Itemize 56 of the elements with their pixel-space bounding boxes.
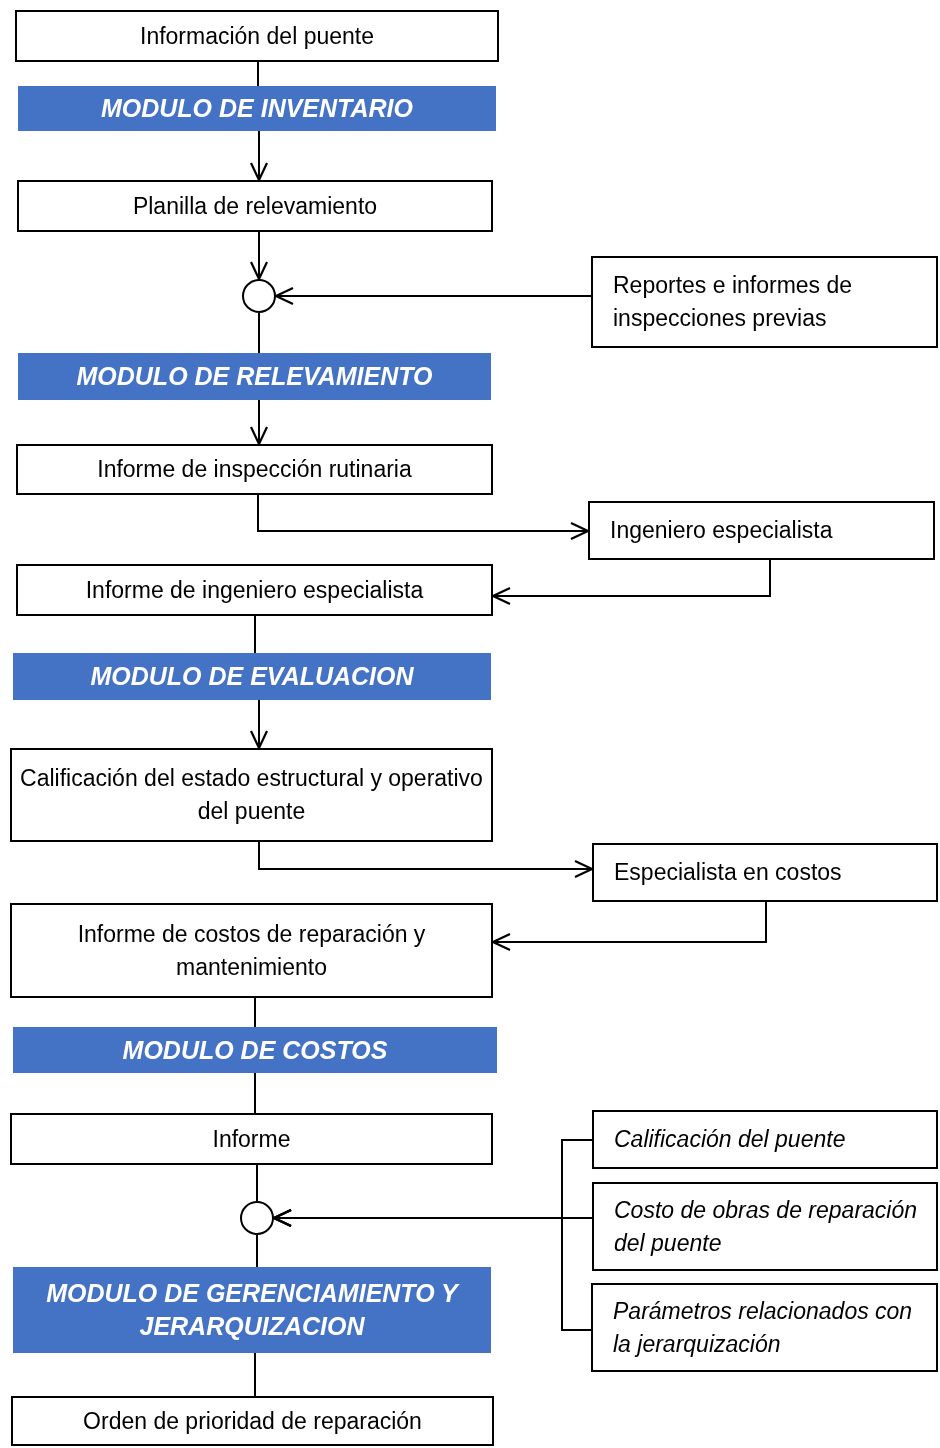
box-text: Calificación del puente: [614, 1125, 846, 1154]
module-title: MODULO DE INVENTARIO: [100, 93, 413, 124]
box-text: Informe de inspección rutinaria: [97, 455, 412, 484]
module-title: MODULO DE GERENCIAMIENTO Y JERARQUIZACION: [45, 1278, 461, 1342]
box-text: Informe de costos de reparación y mantenimiento: [76, 919, 427, 982]
module-band: [13, 1027, 497, 1073]
box-text: Calificación del estado estructural y operativo del puente: [19, 764, 484, 826]
connector-line: [258, 312, 260, 354]
process-box: [10, 903, 493, 998]
connector-line: [256, 1164, 258, 1202]
box-text: Especialista en costos: [614, 858, 842, 887]
box-text: Parámetros relacionados con la jerarquización: [613, 1296, 914, 1359]
connector-line: [256, 1234, 258, 1268]
arrow: [258, 841, 594, 879]
process-box: [592, 1182, 938, 1271]
process-box: [592, 843, 938, 902]
box-text: Informe: [212, 1124, 291, 1154]
box-text: Información del puente: [140, 21, 374, 51]
process-box: [10, 748, 493, 842]
arrow: [249, 231, 269, 281]
arrow: [249, 699, 269, 750]
arrow: [272, 1208, 592, 1331]
connector-line: [257, 61, 259, 87]
module-band: [18, 86, 496, 131]
connector-line: [254, 1352, 256, 1397]
circle-junction: [242, 279, 276, 313]
process-box: [591, 1283, 938, 1372]
connector-line: [254, 997, 256, 1028]
module-band: [18, 353, 491, 400]
box-text: Informe de ingeniero especialista: [85, 575, 424, 605]
module-band: [13, 653, 491, 700]
connector-line: [254, 615, 256, 654]
process-box: [592, 1110, 938, 1169]
process-box: [16, 444, 493, 495]
box-text: Costo de obras de reparación del puente: [614, 1195, 919, 1258]
box-text: Planilla de relevamiento: [132, 191, 378, 221]
arrow: [257, 494, 590, 541]
module-title: MODULO DE COSTOS: [122, 1034, 388, 1066]
process-box: [16, 564, 493, 616]
arrow: [274, 286, 592, 306]
process-box: [15, 10, 499, 62]
process-box: [17, 180, 493, 232]
connector-line: [254, 1072, 256, 1114]
box-text: Ingeniero especialista: [610, 516, 833, 545]
module-title: MODULO DE EVALUACION: [90, 661, 414, 692]
arrow: [249, 130, 269, 182]
process-box: [588, 501, 935, 560]
module-title: MODULO DE RELEVAMIENTO: [76, 361, 433, 392]
process-box: [10, 1113, 493, 1165]
box-text: Orden de prioridad de reparación: [83, 1406, 422, 1436]
box-text: Reportes e informes de inspecciones previas: [613, 271, 854, 333]
process-box: [591, 256, 938, 348]
process-box: [11, 1396, 494, 1446]
arrow: [249, 399, 269, 446]
module-band: [13, 1267, 491, 1353]
circle-junction: [240, 1201, 274, 1235]
